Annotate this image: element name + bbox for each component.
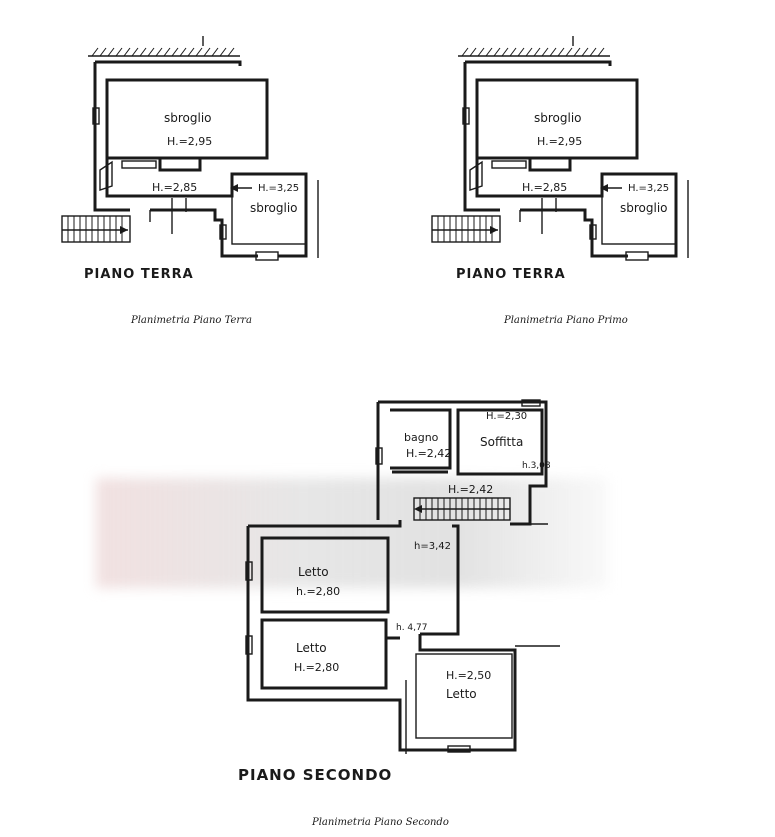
room-height-soffitta-side: h.3,08 bbox=[522, 461, 551, 471]
plan-caption: Planimetria Piano Primo bbox=[504, 315, 628, 326]
stair-arrow-icon bbox=[490, 226, 498, 234]
plan-piano-primo: sbroglio H.=2,95 H.=2,85 H.=3,25 sbrogli… bbox=[370, 0, 775, 340]
floor-plan-drawing bbox=[245, 399, 560, 754]
stair-height: H.=2,42 bbox=[448, 483, 494, 496]
room-label-side: sbroglio bbox=[620, 201, 668, 215]
corridor-height: H.=2,85 bbox=[522, 181, 568, 194]
watermark-blur bbox=[96, 478, 608, 588]
room-height-letto-3: H.=2,50 bbox=[446, 669, 492, 682]
room-label-letto-1: Letto bbox=[298, 565, 329, 579]
room-height-main: H.=2,95 bbox=[537, 135, 583, 148]
plan-caption: Planimetria Piano Secondo bbox=[312, 817, 449, 828]
room-height-bagno: H.=2,42 bbox=[406, 447, 452, 460]
stair-arrow-icon bbox=[414, 505, 422, 513]
room-label-letto-2: Letto bbox=[296, 641, 327, 655]
floor-plan-drawing bbox=[61, 36, 319, 261]
room-height-soffitta: H.=2,30 bbox=[486, 411, 528, 422]
floor-plan-drawing bbox=[431, 36, 689, 261]
room-label-main: sbroglio bbox=[534, 111, 582, 125]
room-height-letto-2: H.=2,80 bbox=[294, 661, 340, 674]
room-label-main: sbroglio bbox=[164, 111, 212, 125]
plan-caption: Planimetria Piano Terra bbox=[131, 315, 252, 326]
room-height-side: H.=3,25 bbox=[258, 183, 300, 194]
plan-piano-secondo: bagno H.=2,42 H.=2,30 Soffitta h.3,08 H.… bbox=[0, 380, 775, 837]
room-height-letto-1: h.=2,80 bbox=[296, 585, 341, 598]
room-height-main: H.=2,95 bbox=[167, 135, 213, 148]
passage-height: h. 4,77 bbox=[396, 623, 428, 633]
arrow-left-icon bbox=[600, 184, 608, 192]
plan-piano-terra: sbroglio H.=2,95 H.=2,85 H.=3,25 sbrogli… bbox=[0, 0, 390, 340]
floor-title: PIANO TERRA bbox=[84, 267, 194, 282]
room-label-letto-3: Letto bbox=[446, 687, 477, 701]
stair-arrow-icon bbox=[120, 226, 128, 234]
floor-title: PIANO SECONDO bbox=[238, 766, 393, 784]
corridor-height: H.=2,85 bbox=[152, 181, 198, 194]
room-label-soffitta: Soffitta bbox=[480, 435, 524, 449]
room-height-side: H.=3,25 bbox=[628, 183, 670, 194]
arrow-left-icon bbox=[230, 184, 238, 192]
room-label-bagno: bagno bbox=[404, 431, 439, 444]
room-label-side: sbroglio bbox=[250, 201, 298, 215]
landing-height: h=3,42 bbox=[414, 541, 451, 552]
floor-title: PIANO TERRA bbox=[456, 267, 566, 282]
